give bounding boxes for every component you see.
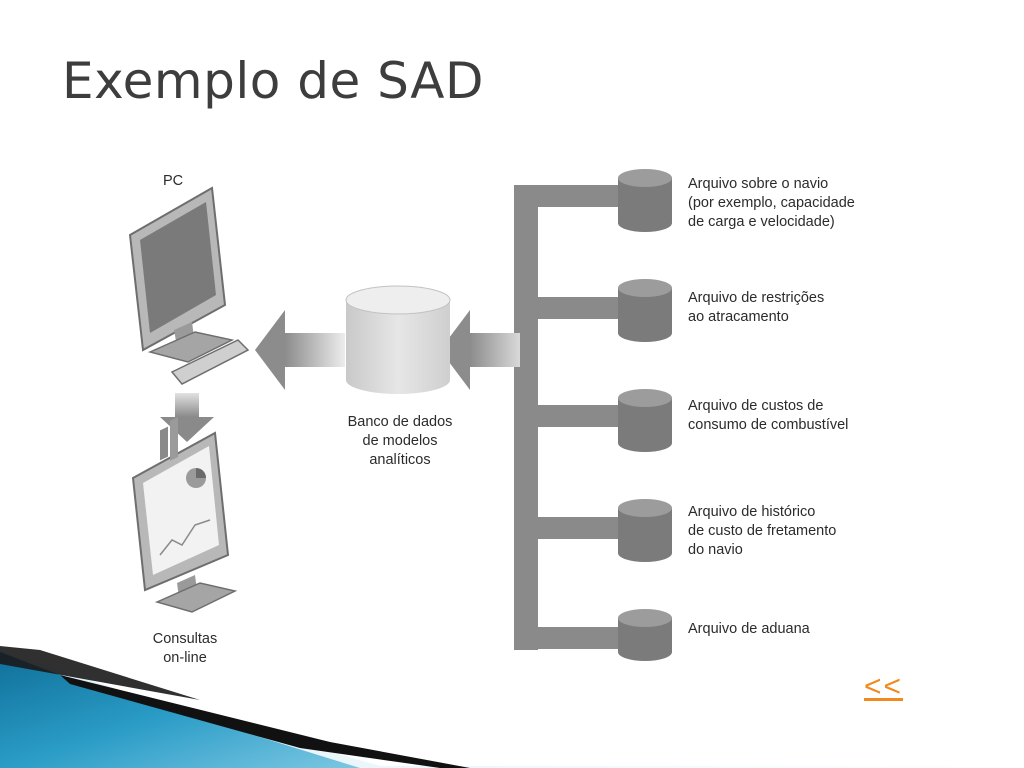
file-label-combustivel: Arquivo de custos de consumo de combustí… <box>688 397 848 435</box>
database-label: Banco de dados de modelos analíticos <box>325 413 475 470</box>
database-label-line: analíticos <box>369 452 431 468</box>
file-label-line: de carga e velocidade) <box>688 214 835 230</box>
online-monitor-icon <box>131 416 238 613</box>
arrow-down <box>160 393 214 442</box>
file-label-line: de custo de fretamento <box>688 523 837 539</box>
file-label-line: Arquivo de aduana <box>688 621 810 637</box>
file-label-fretamento: Arquivo de histórico de custo de fretame… <box>688 503 836 560</box>
file-label-line: Arquivo de custos de <box>688 398 824 414</box>
database-label-line: de modelos <box>362 433 438 449</box>
arrow-to-database <box>440 310 520 390</box>
arrow-to-pc <box>255 310 345 390</box>
file-cylinder <box>618 609 672 661</box>
file-label-aduana: Arquivo de aduana <box>688 620 810 639</box>
file-label-line: ao atracamento <box>688 309 789 325</box>
file-cylinder <box>618 169 672 232</box>
back-link[interactable]: << <box>864 670 904 703</box>
online-label-line: Consultas <box>152 631 218 647</box>
connector-bus <box>485 185 618 650</box>
slide-title: Exemplo de SAD <box>62 52 484 110</box>
file-label-restricoes: Arquivo de restrições ao atracamento <box>688 289 824 327</box>
file-cylinder <box>618 499 672 562</box>
footer-decoration <box>0 646 1024 768</box>
file-label-line: (por exemplo, capacidade <box>688 195 855 211</box>
file-label-line: do navio <box>688 542 743 558</box>
database-label-line: Banco de dados <box>347 414 453 430</box>
pc-icon <box>128 186 250 385</box>
online-label-line: on-line <box>163 650 207 666</box>
file-label-navio: Arquivo sobre o navio (por exemplo, capa… <box>688 175 855 232</box>
file-label-line: Arquivo de restrições <box>688 290 825 306</box>
file-label-line: consumo de combustível <box>688 417 849 433</box>
file-label-line: Arquivo de histórico <box>688 504 816 520</box>
pc-label: PC <box>163 173 184 189</box>
database-cylinder <box>345 285 451 394</box>
file-cylinder <box>618 279 672 342</box>
online-label: Consultas on-line <box>130 630 240 668</box>
file-cylinder <box>618 389 672 452</box>
file-label-line: Arquivo sobre o navio <box>688 176 829 192</box>
